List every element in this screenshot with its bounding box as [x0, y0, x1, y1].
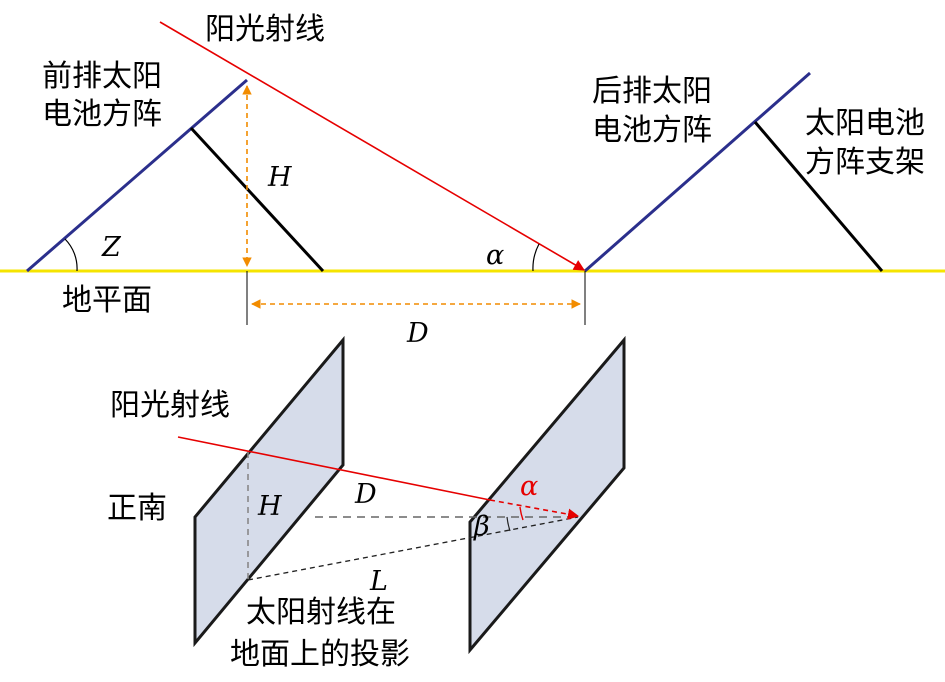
tilt-angle-arc: [64, 238, 78, 272]
altitude-angle-arc: [519, 506, 524, 521]
altitude-symbol: α: [520, 471, 538, 502]
sun-ray-label-top: 阳光射线: [205, 12, 325, 47]
spacing-symbol-bottom: D: [354, 479, 377, 510]
front-array-label-line1: 前排太阳: [42, 59, 162, 94]
spacing-symbol-top: D: [406, 318, 429, 349]
sun-ray-3d: [177, 436, 491, 501]
height-symbol-bottom: H: [257, 491, 282, 522]
sun-ray-3d-dashed: [489, 499, 580, 520]
front-array-label-line2: 电池方阵: [42, 97, 162, 132]
front-array-support: [189, 126, 325, 273]
tilt-symbol: Z: [101, 232, 122, 263]
projection-label-line2: 地面上的投影: [230, 637, 410, 672]
projection-line: [247, 516, 579, 581]
support-label-line2: 方阵支架: [805, 145, 925, 180]
sun-ray-side: [159, 21, 585, 271]
rear-array-panel: [584, 71, 811, 273]
ground-label: 地平面: [62, 283, 152, 318]
front-array-panel: [26, 78, 248, 273]
projection-symbol: L: [369, 566, 388, 597]
rear-array-support: [753, 121, 884, 272]
rear-array-label-line2: 电池方阵: [592, 113, 712, 148]
height-symbol-top: H: [267, 162, 292, 193]
azimuth-symbol: β: [473, 511, 490, 542]
side-view: 阳光射线 前排太阳 电池方阵 后排太阳 电池方阵 太阳电池 方阵支架 地平面 H…: [0, 12, 945, 349]
perspective-view: 阳光射线 正南 H D α β L 太阳射线在 地面上的投影: [107, 335, 626, 672]
sun-ray-label-bottom: 阳光射线: [110, 388, 230, 423]
south-label: 正南: [107, 491, 167, 526]
sun-angle-symbol-top: α: [486, 240, 504, 271]
sun-angle-arc: [532, 243, 540, 272]
projection-label-line1: 太阳射线在: [246, 595, 396, 630]
front-array-panel-3d: [193, 335, 345, 648]
rear-array-label-line1: 后排太阳: [592, 74, 712, 109]
rear-array-panel-3d: [468, 335, 626, 655]
azimuth-angle-arc: [506, 516, 511, 532]
support-label-line1: 太阳电池: [805, 106, 925, 141]
